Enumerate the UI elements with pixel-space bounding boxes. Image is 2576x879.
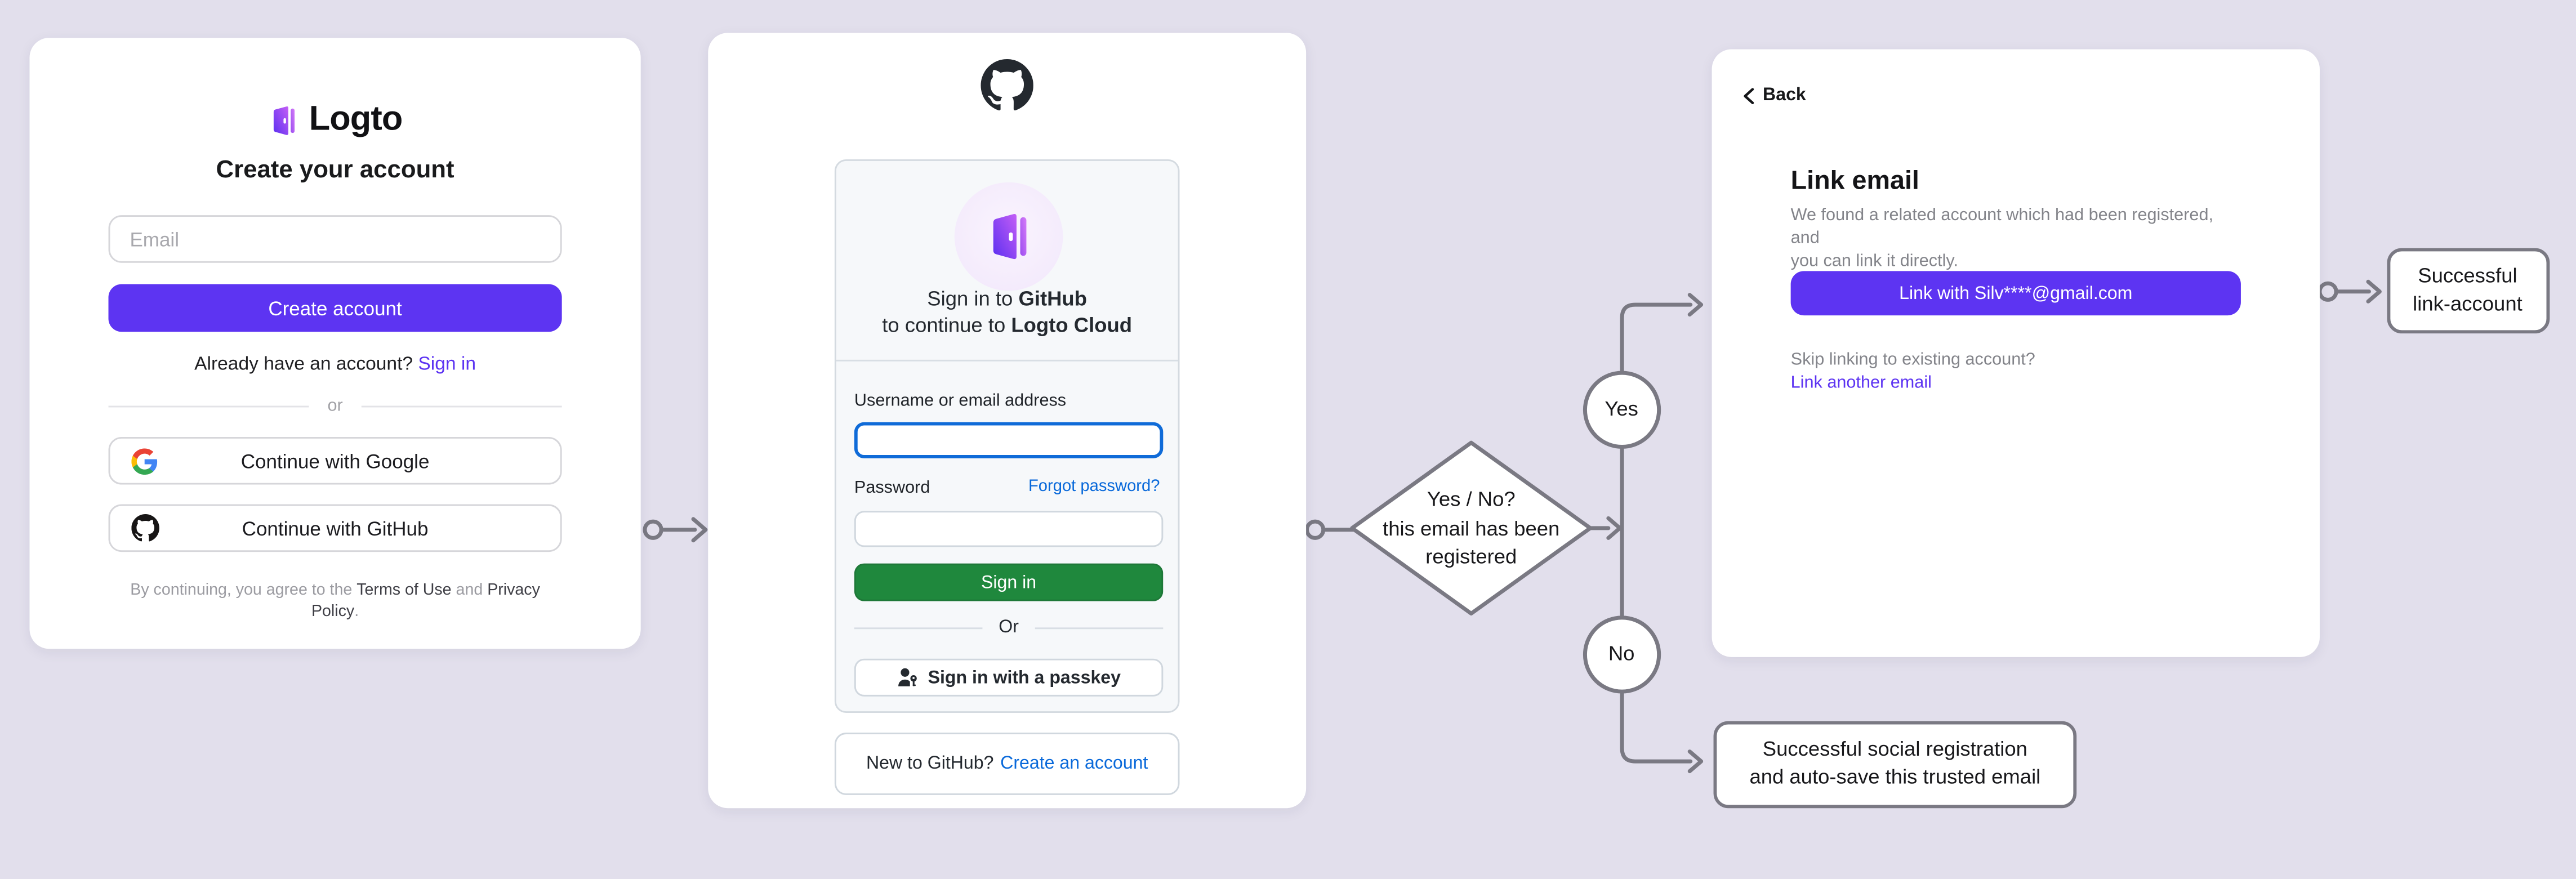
no-arrowhead: [1687, 749, 1704, 774]
outcome-link-line2: link-account: [2413, 292, 2522, 316]
gh-or-text: Or: [999, 617, 1019, 637]
signup-heading: Create your account: [216, 156, 454, 184]
connector3-arrowhead: [2366, 279, 2382, 304]
link-with-email-button[interactable]: Link with Silv****@gmail.com: [1790, 271, 2241, 316]
gh-signin-heading-line1: Sign in to GitHub: [836, 287, 1178, 310]
decision-line1: Yes / No?: [1427, 488, 1516, 511]
gh-card-divider: [836, 359, 1178, 362]
continue-github-button[interactable]: Continue with GitHub: [108, 504, 562, 552]
outcome-link-line1: Successful: [2418, 264, 2517, 287]
terms-suffix: .: [354, 603, 359, 621]
privacy-policy-link[interactable]: Privacy Policy: [311, 581, 540, 621]
yes-label: Yes: [1605, 397, 1638, 421]
decision-line2: this email has been: [1383, 516, 1560, 540]
continue-google-button[interactable]: Continue with Google: [108, 436, 562, 485]
connector3-start-circle: [2317, 281, 2338, 302]
back-label: Back: [1763, 85, 1806, 105]
logto-logo: Logto: [109, 100, 562, 140]
github-icon: [131, 514, 159, 542]
connector1-arrowhead: [691, 517, 708, 543]
continue-github-label: Continue with GitHub: [242, 516, 429, 540]
outcome-social-line2: and auto-save this trusted email: [1749, 765, 2041, 789]
signin-link[interactable]: Sign in: [418, 355, 476, 375]
link-another-email-link[interactable]: Link another email: [1790, 373, 1932, 393]
gh-h1-bold: GitHub: [1018, 287, 1088, 311]
link-email-desc-line1: We found a related account which had bee…: [1790, 205, 2214, 248]
back-button[interactable]: Back: [1741, 86, 1806, 105]
or-divider: or: [109, 396, 562, 416]
password-input[interactable]: [854, 511, 1164, 547]
no-label: No: [1608, 642, 1635, 666]
passkey-button[interactable]: Sign in with a passkey: [854, 658, 1164, 697]
gh-signin-heading-line2: to continue to Logto Cloud: [836, 314, 1178, 337]
google-icon: [131, 447, 158, 474]
passkey-button-label: Sign in with a passkey: [928, 667, 1121, 688]
create-account-button[interactable]: Create account: [108, 284, 562, 332]
logto-door-icon: [993, 214, 1027, 260]
branch-rail: [1620, 302, 1693, 764]
gh-create-account-link[interactable]: Create an account: [1000, 753, 1148, 774]
terms-text: By continuing, you agree to the Terms of…: [109, 580, 562, 623]
email-input[interactable]: [108, 215, 562, 263]
outcome-link-account-box: Successful link-account: [2386, 248, 2549, 334]
signin-prompt: Already have an account?: [194, 355, 413, 375]
chevron-left-icon: [1744, 87, 1754, 104]
username-input[interactable]: [854, 422, 1164, 458]
github-signin-panel: Sign in to GitHub to continue to Logto C…: [708, 33, 1307, 809]
gh-signin-button[interactable]: Sign in: [854, 563, 1164, 601]
link-email-panel: Back Link email We found a related accou…: [1712, 49, 2320, 657]
gh-or-divider: Or: [854, 618, 1163, 637]
or-divider-text: or: [327, 396, 343, 416]
logto-brand-text: Logto: [309, 100, 403, 139]
terms-middle: and: [451, 581, 488, 600]
username-label: Username or email address: [854, 391, 1067, 411]
terms-prefix: By continuing, you agree to the: [130, 581, 357, 600]
gh-h2-prefix: to continue to: [882, 314, 1011, 337]
link-email-desc-line2: you can link it directly.: [1790, 251, 1959, 271]
logto-signup-panel: Logto Create your account Create account…: [29, 38, 641, 649]
connector2-start-circle: [1305, 519, 1326, 540]
decision-label: Yes / No? this email has been registered: [1327, 486, 1615, 572]
forgot-password-link[interactable]: Forgot password?: [1028, 478, 1160, 496]
gh-footer-box: New to GitHub? Create an account: [834, 733, 1180, 795]
gh-h1-prefix: Sign in to: [927, 287, 1019, 311]
outcome-social-line1: Successful social registration: [1762, 737, 2027, 760]
github-logo-icon: [981, 59, 1033, 120]
logto-app-avatar: [954, 182, 1063, 291]
connector1-start-circle: [643, 519, 663, 540]
link-email-description: We found a related account which had bee…: [1791, 206, 2241, 274]
passkey-icon: [897, 667, 918, 688]
gh-footer-prompt: New to GitHub?: [866, 753, 994, 774]
terms-of-use-link[interactable]: Terms of Use: [356, 581, 452, 600]
yes-arrowhead: [1687, 293, 1704, 317]
continue-google-label: Continue with Google: [240, 449, 430, 472]
logto-logo-icon: [274, 105, 295, 135]
password-label: Password: [854, 478, 930, 498]
gh-h2-bold: Logto Cloud: [1011, 314, 1133, 337]
github-signin-card: Sign in to GitHub to continue to Logto C…: [834, 159, 1180, 713]
decision-line3: registered: [1425, 545, 1517, 569]
link-email-heading: Link email: [1790, 167, 1919, 196]
outcome-social-box: Successful social registration and auto-…: [1713, 720, 2077, 807]
skip-linking-prompt: Skip linking to existing account?: [1790, 350, 2035, 370]
